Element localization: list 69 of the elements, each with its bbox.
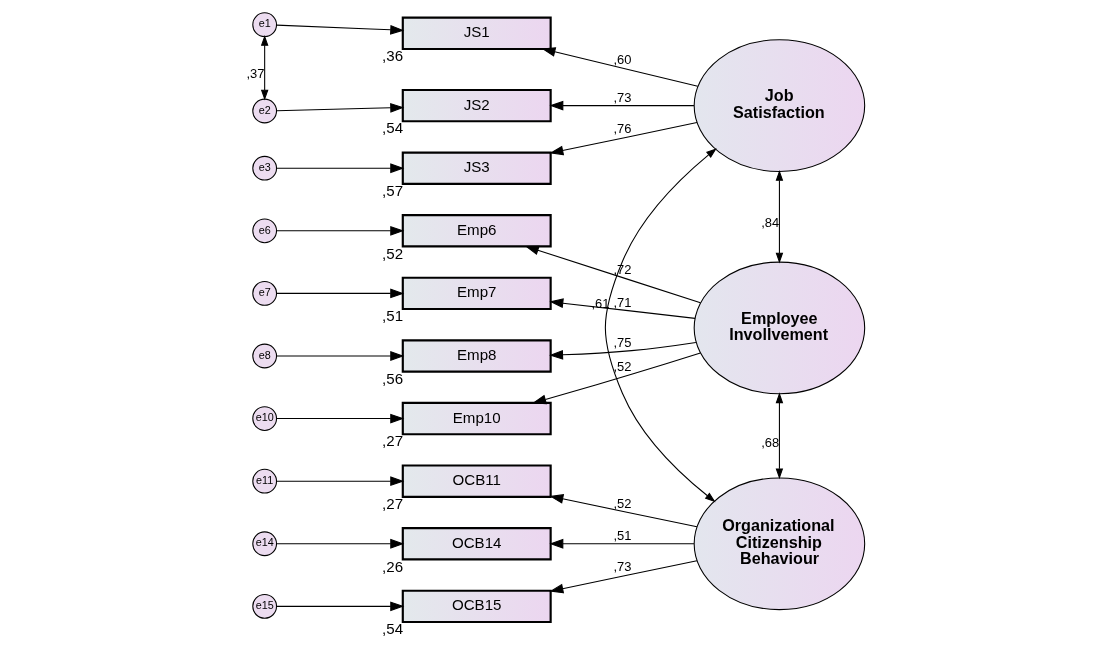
edge-label: ,84 [761, 214, 780, 230]
arrow [549, 560, 698, 594]
arrow [549, 298, 696, 319]
node-box: OCB11 [401, 464, 552, 498]
arrow [276, 24, 405, 35]
arrow [276, 538, 405, 549]
node-label: ,54 [382, 119, 404, 137]
edge-label: ,52 [613, 495, 632, 511]
node-label: ,52 [382, 244, 404, 262]
arrow [549, 494, 698, 528]
node-circle: e1 [252, 12, 278, 38]
edge-label: ,52 [613, 358, 632, 374]
arrow [549, 341, 697, 360]
arrow [276, 102, 405, 113]
arrow [276, 476, 405, 487]
arrow [276, 163, 405, 174]
node-box: Emp10 [401, 401, 552, 436]
edge-label: ,75 [613, 334, 632, 350]
edge-label: ,76 [613, 121, 632, 137]
node-circle: e10 [252, 406, 278, 431]
node-label: ,36 [382, 47, 404, 65]
node-circle: e14 [252, 531, 278, 557]
arrow [532, 352, 701, 405]
arrow [276, 351, 405, 361]
node-box: OCB15 [401, 589, 552, 624]
node-circle: e2 [252, 98, 278, 124]
node-box: JS3 [401, 151, 552, 185]
arrow [604, 148, 717, 503]
node-label: ,27 [382, 432, 404, 450]
node-circle: e6 [252, 218, 278, 244]
arrow [260, 34, 269, 101]
node-circle: e3 [252, 155, 278, 181]
node-label: ,26 [382, 557, 404, 575]
node-label: ,51 [382, 307, 404, 325]
arrow [276, 413, 405, 424]
arrow [276, 288, 405, 299]
node-ellipse: Job Satisfaction [693, 39, 866, 172]
node-circle: e7 [252, 280, 278, 306]
arrow [549, 122, 698, 156]
node-circle: e11 [252, 468, 278, 494]
node-circle: e15 [252, 593, 278, 619]
edge-label: ,60 [613, 52, 632, 68]
node-label: ,54 [382, 620, 404, 638]
node-ellipse: Organizational Citizenship Behaviour [693, 477, 866, 611]
node-ellipse: Employee Invollvement [693, 261, 866, 395]
arrow [276, 601, 405, 612]
edge-label: ,73 [613, 89, 632, 105]
node-box: Emp7 [401, 276, 552, 311]
edge-label: ,68 [761, 434, 780, 450]
node-label: ,27 [382, 494, 404, 512]
edge-label: ,51 [613, 528, 632, 544]
arrow [775, 169, 784, 264]
node-box: Emp6 [401, 214, 552, 248]
node-circle: e8 [252, 343, 278, 369]
arrow [775, 392, 784, 480]
node-box: JS1 [401, 16, 552, 51]
arrow [541, 47, 699, 87]
arrow [549, 100, 695, 111]
arrow [524, 245, 701, 304]
node-label: ,57 [382, 181, 404, 199]
arrow [276, 225, 405, 236]
node-box: JS2 [401, 88, 552, 123]
node-box: Emp8 [401, 339, 552, 373]
node-box: OCB14 [401, 527, 552, 561]
edge-label: ,71 [613, 294, 632, 310]
edge-label: ,73 [613, 559, 632, 575]
arrow [549, 538, 695, 549]
node-label: ,56 [382, 369, 404, 387]
edge-label: ,37 [246, 66, 265, 82]
